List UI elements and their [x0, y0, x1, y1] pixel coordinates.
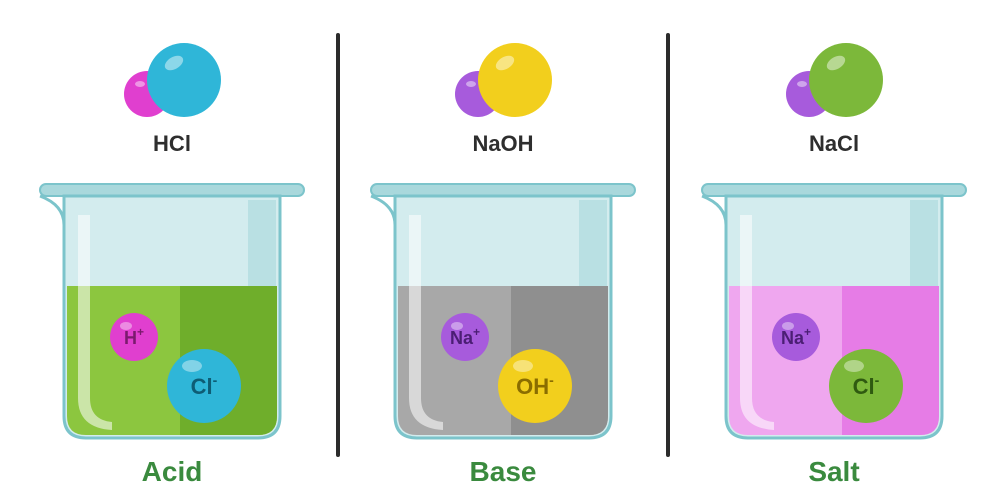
ion-large: OH-	[498, 349, 572, 423]
large-atom-icon	[478, 43, 552, 117]
ion-base: Cl	[853, 374, 875, 399]
ion-large-icon	[498, 349, 572, 423]
molecule-icon	[455, 43, 552, 117]
ion-small: Na+	[772, 313, 820, 361]
ion-base: Cl	[191, 374, 213, 399]
ion-large: Cl-	[829, 349, 903, 423]
large-atom-icon	[809, 43, 883, 117]
ion-large-label: OH-	[516, 372, 554, 399]
beaker-spout	[39, 194, 66, 226]
ion-small: Na+	[441, 313, 489, 361]
ion-small-icon	[441, 313, 489, 361]
beaker-rim	[701, 183, 967, 197]
highlight-icon	[164, 55, 184, 71]
caption-label: Salt	[808, 456, 859, 487]
highlight-icon	[782, 322, 794, 330]
ion-charge: -	[549, 372, 554, 388]
ion-small-icon	[772, 313, 820, 361]
ion-base: OH	[516, 374, 549, 399]
ion-base: Na	[781, 328, 805, 348]
ion-small-label: Na+	[450, 325, 480, 348]
caption-label: Acid	[142, 456, 203, 487]
formula-label: NaOH	[472, 131, 533, 156]
beaker-rim	[39, 183, 305, 197]
highlight-icon	[135, 81, 145, 87]
formula-label: NaCl	[809, 131, 859, 156]
ion-small: H+	[110, 313, 158, 361]
glass-shade	[248, 200, 276, 286]
molecule-icon	[786, 43, 883, 117]
highlight-icon	[513, 360, 533, 372]
ion-charge: -	[213, 372, 218, 388]
ion-large-icon	[829, 349, 903, 423]
glass-reflection	[78, 215, 112, 430]
caption-label: Base	[470, 456, 537, 487]
glass-reflection	[740, 215, 774, 430]
ion-small-label: H+	[124, 325, 144, 348]
highlight-icon	[182, 360, 202, 372]
ion-small-label: Na+	[781, 325, 811, 348]
glass-reflection	[409, 215, 443, 430]
beaker-spout	[370, 194, 397, 226]
ion-charge: -	[875, 372, 880, 388]
highlight-icon	[495, 55, 515, 71]
ion-large: Cl-	[167, 349, 241, 423]
ion-base: Na	[450, 328, 474, 348]
glass-shade	[579, 200, 607, 286]
ion-large-icon	[167, 349, 241, 423]
formula-label: HCl	[153, 131, 191, 156]
beaker-rim	[370, 183, 636, 197]
highlight-icon	[797, 81, 807, 87]
highlight-icon	[466, 81, 476, 87]
highlight-icon	[120, 322, 132, 330]
large-atom-icon	[147, 43, 221, 117]
ion-small-icon	[110, 313, 158, 361]
ion-large-label: Cl-	[853, 372, 880, 399]
beaker-spout	[701, 194, 728, 226]
highlight-icon	[826, 55, 846, 71]
molecule-icon	[124, 43, 221, 117]
ion-charge: +	[804, 325, 811, 339]
highlight-icon	[844, 360, 864, 372]
ion-base: H	[124, 328, 137, 348]
glass-shade	[910, 200, 938, 286]
ion-large-label: Cl-	[191, 372, 218, 399]
ion-charge: +	[473, 325, 480, 339]
ion-charge: +	[137, 325, 144, 339]
highlight-icon	[451, 322, 463, 330]
